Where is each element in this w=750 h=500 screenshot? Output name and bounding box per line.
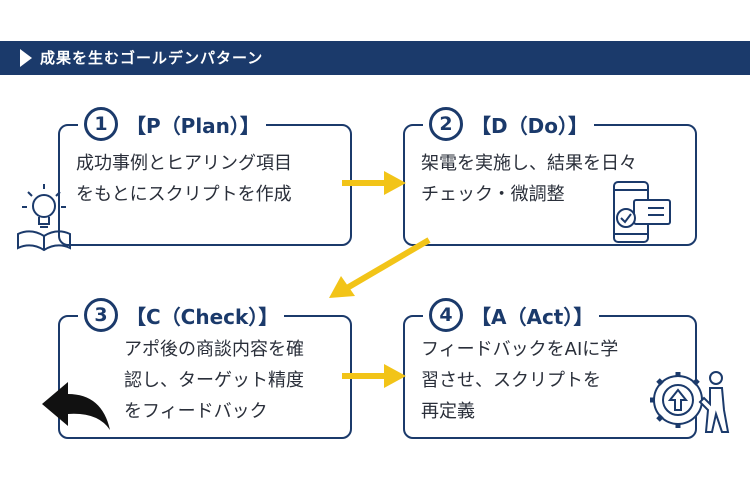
text-line: フィードバックをAIに学 (421, 339, 619, 360)
text-line: アポ後の商談内容を確 (124, 339, 304, 360)
step-plan-header: 1 【P（Plan）】 (78, 107, 266, 141)
step-title: 【D（Do）】 (471, 113, 588, 138)
step-check-text: アポ後の商談内容を確 認し、ターゲット精度 をフィードバック (124, 334, 304, 427)
step-act-text: フィードバックをAIに学 習させ、スクリプトを 再定義 (421, 334, 618, 427)
arrow-do-to-check (329, 237, 431, 298)
text-line: 架電を実施し、結果を日々 (421, 153, 637, 174)
text-line: 再定義 (421, 401, 475, 422)
step-check-header: 3 【C（Check）】 (78, 298, 285, 332)
step-title: 【C（Check）】 (126, 304, 279, 329)
step-number: 3 (84, 298, 118, 332)
text-line: 習させ、スクリプトを (421, 370, 601, 391)
lightbulb-book-icon (17, 184, 71, 252)
title-banner (0, 41, 750, 75)
step-number: 2 (429, 107, 463, 141)
text-line: をフィードバック (124, 401, 268, 422)
banner-triangle-icon (20, 49, 32, 67)
step-do-text: 架電を実施し、結果を日々 チェック・微調整 (421, 148, 637, 210)
step-number: 4 (429, 298, 463, 332)
step-do-header: 2 【D（Do）】 (423, 107, 594, 141)
step-plan-box (58, 124, 352, 246)
text-line: 認し、ターゲット精度 (124, 370, 304, 391)
step-act-header: 4 【A（Act）】 (423, 298, 600, 332)
gear-person-icon (650, 371, 730, 433)
step-number: 1 (84, 107, 118, 141)
step-title: 【P（Plan）】 (126, 113, 260, 138)
step-plan-text: 成功事例とヒアリング項目 をもとにスクリプトを作成 (76, 148, 292, 210)
text-line: 成功事例とヒアリング項目 (76, 153, 292, 174)
arrow-check-to-act (342, 364, 406, 388)
text-line: チェック・微調整 (421, 184, 565, 205)
arrow-plan-to-do (342, 171, 406, 195)
back-arrow-icon (42, 382, 110, 430)
step-title: 【A（Act）】 (471, 304, 594, 329)
step-check-box (58, 315, 352, 439)
banner-title: 成果を生むゴールデンパターン (40, 49, 264, 67)
text-line: をもとにスクリプトを作成 (76, 184, 292, 205)
phone-checklist-icon (613, 181, 671, 243)
